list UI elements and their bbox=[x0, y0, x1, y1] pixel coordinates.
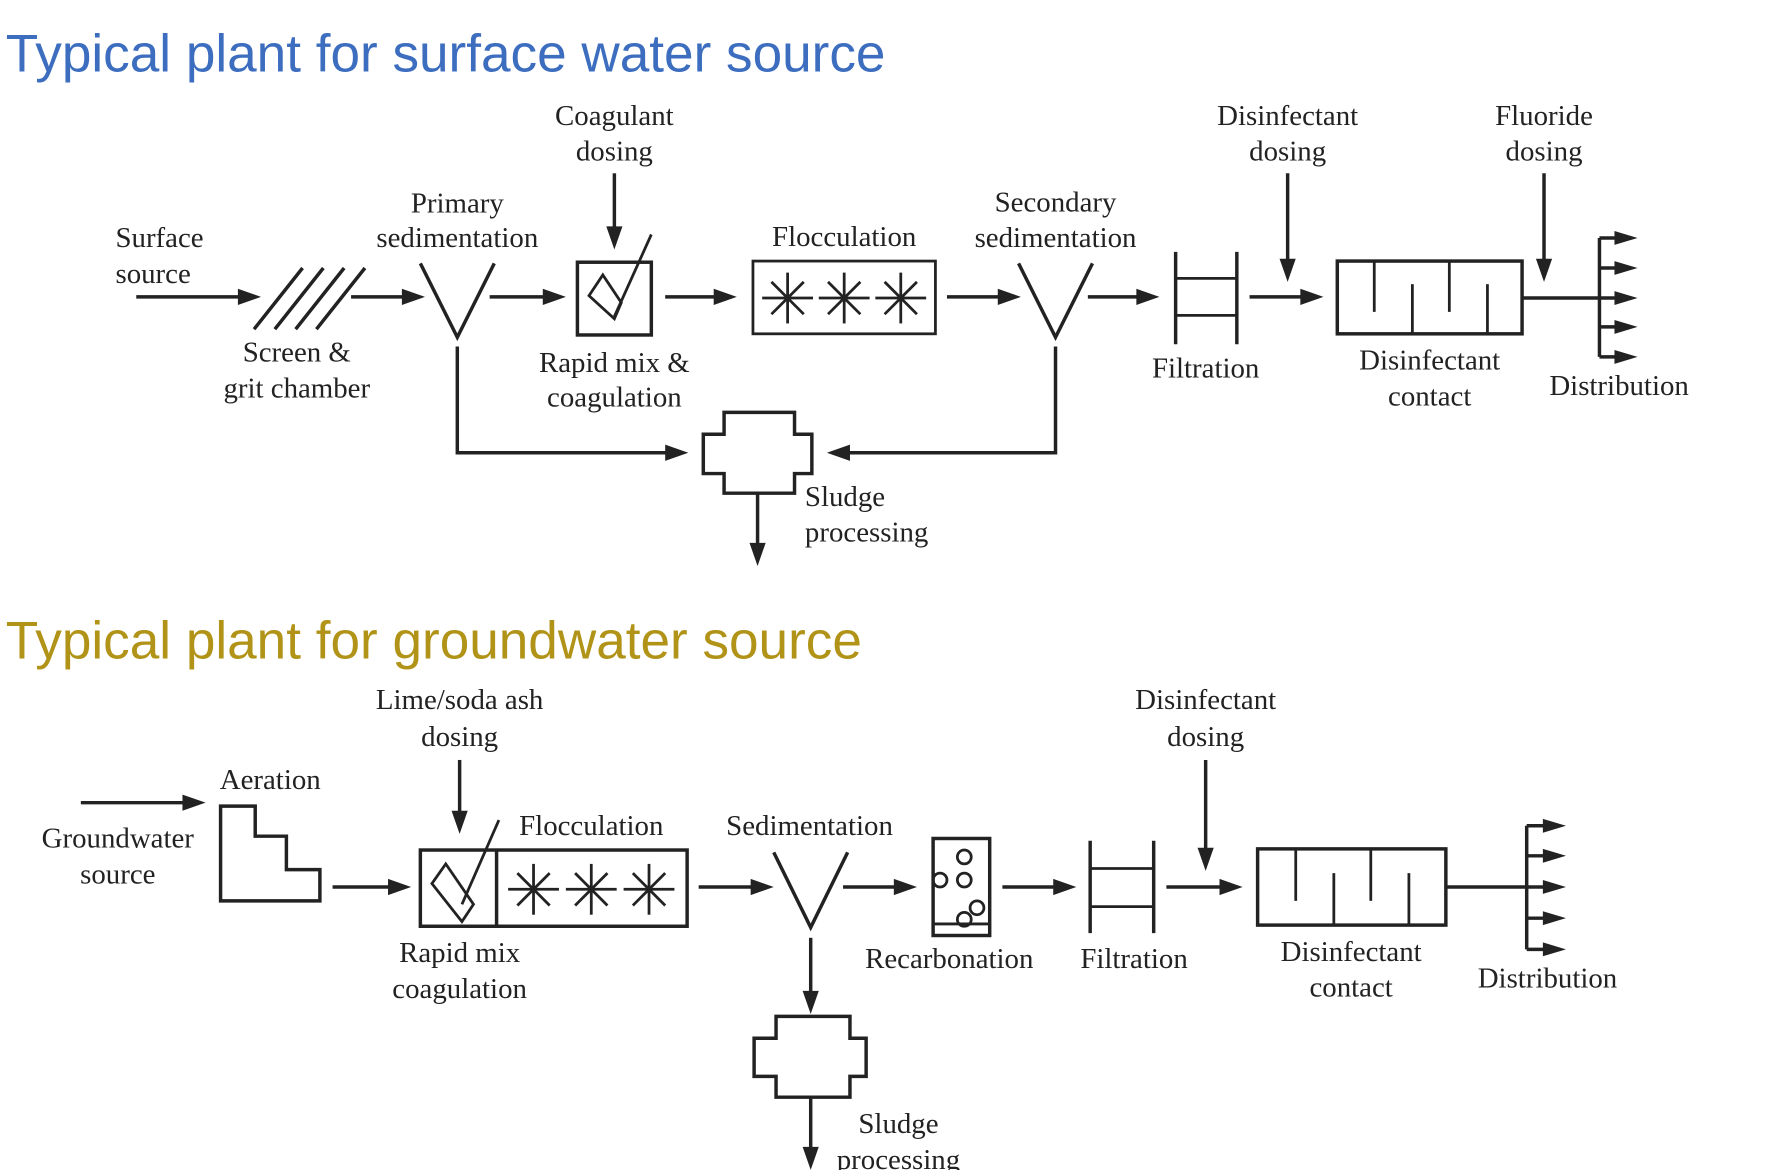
distribution-label: Distribution bbox=[1549, 370, 1689, 402]
groundwater-source-label: Groundwater bbox=[42, 823, 195, 855]
distribution-icon bbox=[1522, 231, 1638, 364]
lime-dosing-label: Lime/soda ash bbox=[376, 684, 544, 716]
dosing-arrow bbox=[451, 759, 468, 834]
surface-source-label-2: source bbox=[115, 258, 190, 290]
distribution-icon bbox=[1445, 818, 1566, 957]
disinfectant-contact-icon bbox=[1335, 259, 1524, 336]
secondary-sedimentation-icon bbox=[1017, 262, 1095, 342]
flocculation-label: Flocculation bbox=[772, 221, 916, 253]
sludge-processing-icon bbox=[701, 410, 814, 495]
sludge-label: Sludge bbox=[805, 481, 885, 513]
sludge-label-2: processing bbox=[837, 1144, 960, 1170]
surface-source-label: Surface bbox=[115, 222, 203, 254]
disinfectant-dosing-label-2: dosing bbox=[1167, 721, 1244, 753]
flow-arrow bbox=[136, 288, 261, 305]
surface-title: Typical plant for surface water source bbox=[6, 25, 886, 84]
coagulant-dosing-label-2: dosing bbox=[576, 136, 653, 168]
sludge-flow-line bbox=[802, 937, 819, 1015]
coagulant-dosing-label: Coagulant bbox=[555, 100, 674, 132]
screen-grit-chamber-icon bbox=[252, 266, 367, 331]
secondary-sed-label-2: sedimentation bbox=[975, 222, 1137, 254]
flow-arrow bbox=[946, 288, 1021, 305]
dosing-arrow bbox=[1279, 173, 1296, 282]
flow-arrow bbox=[665, 288, 737, 305]
groundwater-title: Typical plant for groundwater source bbox=[6, 611, 862, 670]
sludge-out-arrow bbox=[749, 493, 766, 566]
flow-arrow bbox=[351, 288, 425, 305]
distribution-label: Distribution bbox=[1478, 962, 1618, 994]
rapid-mix-icon bbox=[575, 233, 654, 337]
disinfectant-dosing-label: Disinfectant bbox=[1135, 684, 1276, 716]
flocculation-icon bbox=[751, 259, 937, 336]
aeration-icon bbox=[218, 804, 322, 903]
flocculation-label: Flocculation bbox=[519, 810, 663, 842]
fluoride-dosing-label-2: dosing bbox=[1506, 136, 1583, 168]
primary-sed-label: Primary bbox=[411, 188, 505, 220]
secondary-sed-label: Secondary bbox=[995, 186, 1117, 218]
flow-arrow bbox=[1087, 288, 1160, 305]
sludge-flow-lines bbox=[455, 346, 1058, 461]
contact-label: Disinfectant bbox=[1359, 345, 1500, 377]
rapid-mix-label-2: coagulation bbox=[392, 973, 527, 1005]
flow-arrow bbox=[1166, 878, 1243, 896]
sludge-label-2: processing bbox=[805, 517, 928, 549]
contact-label-2: contact bbox=[1388, 380, 1471, 412]
filtration-label: Filtration bbox=[1152, 353, 1259, 385]
disinfectant-dosing-label: Disinfectant bbox=[1217, 100, 1358, 132]
recarbonation-icon bbox=[931, 836, 992, 938]
screen-label-2: grit chamber bbox=[223, 372, 370, 404]
fluoride-dosing-label: Fluoride bbox=[1495, 100, 1593, 132]
rapid-mix-flocculation-icon bbox=[418, 819, 689, 928]
sludge-label: Sludge bbox=[858, 1108, 938, 1140]
screen-label: Screen & bbox=[243, 337, 351, 369]
sludge-out-arrow bbox=[802, 1097, 819, 1170]
recarbonation-label: Recarbonation bbox=[865, 943, 1033, 975]
flow-arrow bbox=[843, 878, 917, 896]
flow-arrow bbox=[698, 878, 774, 896]
surface-water-diagram: Typical plant for surface water source S… bbox=[6, 25, 1689, 566]
dosing-arrow bbox=[606, 173, 623, 250]
lime-dosing-label-2: dosing bbox=[421, 721, 498, 753]
flow-arrow bbox=[489, 288, 566, 305]
flow-arrow bbox=[332, 878, 412, 896]
rapid-mix-label-2: coagulation bbox=[547, 382, 682, 414]
rapid-mix-label: Rapid mix & bbox=[539, 347, 690, 379]
groundwater-source-label-2: source bbox=[80, 859, 155, 891]
rapid-mix-label: Rapid mix bbox=[399, 937, 521, 969]
contact-label-2: contact bbox=[1309, 972, 1392, 1004]
sedimentation-label: Sedimentation bbox=[726, 810, 893, 842]
dosing-arrow bbox=[1197, 759, 1214, 871]
filtration-icon bbox=[1173, 251, 1239, 345]
aeration-label: Aeration bbox=[220, 764, 321, 796]
sludge-processing-icon bbox=[752, 1014, 868, 1099]
filtration-icon bbox=[1088, 840, 1156, 934]
primary-sedimentation-icon bbox=[418, 262, 496, 342]
disinfectant-dosing-label-2: dosing bbox=[1249, 136, 1326, 168]
primary-sed-label-2: sedimentation bbox=[376, 222, 538, 254]
flow-arrow bbox=[1002, 878, 1077, 896]
sedimentation-icon bbox=[772, 851, 850, 932]
filtration-label: Filtration bbox=[1080, 943, 1187, 975]
groundwater-diagram: Typical plant for groundwater source Gro… bbox=[6, 611, 1617, 1170]
contact-label: Disinfectant bbox=[1281, 936, 1422, 968]
flow-arrow bbox=[1249, 288, 1324, 305]
disinfectant-contact-icon bbox=[1255, 847, 1448, 927]
dosing-arrow bbox=[1535, 173, 1553, 282]
flow-arrow bbox=[80, 794, 206, 811]
